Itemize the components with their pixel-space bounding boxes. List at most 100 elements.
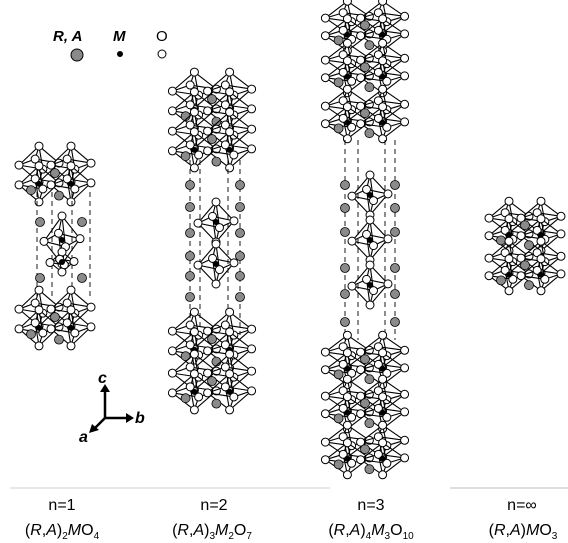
oxygen-atom (189, 327, 199, 337)
mo-bond (325, 18, 348, 37)
mo-bond (325, 424, 348, 443)
oxygen-atom (75, 234, 85, 244)
oxygen-atom (225, 349, 235, 359)
mo-bond (70, 306, 92, 327)
ra-atom (333, 77, 344, 88)
oxygen-atom (14, 160, 24, 170)
ra-atom (235, 271, 245, 281)
oxygen-atom (378, 374, 388, 384)
oxygen-atom (30, 154, 40, 164)
oxygen-atom (342, 56, 352, 66)
metal-atom (344, 455, 351, 462)
oxygen-atom (203, 346, 213, 356)
oxygen-atom (214, 223, 224, 233)
mo-bond (229, 71, 252, 90)
oxygen-atom (225, 307, 235, 317)
metal-atom (367, 192, 373, 198)
ra-atom (26, 329, 36, 340)
oxygen-atom (516, 231, 526, 241)
oxygen-atom (225, 67, 235, 77)
formula-ninf: (R,A)MO3 (489, 522, 558, 542)
oxygen-atom (400, 71, 410, 81)
oxygen-atom (373, 449, 383, 459)
mo-bond (172, 353, 195, 374)
oxygen-atom (167, 326, 177, 336)
oxygen-atom (356, 101, 366, 111)
mo-bond (382, 33, 405, 52)
oxygen-atom (356, 365, 366, 375)
oxygen-atom (247, 344, 257, 354)
mo-bond (70, 162, 92, 183)
ra-atom (340, 203, 350, 213)
mo-bond (229, 111, 252, 130)
mo-bond (229, 311, 252, 330)
ra-atom (333, 413, 344, 424)
mo-bond (18, 309, 40, 330)
mo-bond (229, 108, 252, 129)
oxygen-atom (247, 144, 257, 154)
ra-atom (235, 202, 245, 212)
mo-bond (172, 71, 195, 92)
oxygen-atom (34, 197, 44, 207)
oxygen-atom (167, 86, 177, 96)
oxygen-atom (320, 391, 330, 401)
oxygen-atom (30, 318, 40, 328)
mo-bond (369, 238, 389, 261)
oxygen-atom (400, 53, 410, 63)
oxygen-atom (484, 253, 494, 263)
mo-bond (360, 88, 383, 107)
oxygen-atom (373, 386, 383, 396)
mo-bond (229, 390, 252, 411)
metal-atom (344, 409, 351, 416)
axis-label-c: c (98, 370, 107, 387)
mo-bond (215, 220, 235, 243)
mo-bond (229, 328, 252, 349)
ra-atom (360, 108, 370, 119)
mo-bond (207, 353, 230, 374)
ra-atom (77, 217, 87, 227)
oxygen-atom (185, 340, 195, 350)
oxygen-atom (516, 271, 526, 281)
metal-atom (379, 455, 386, 462)
oxygen-atom (167, 346, 177, 356)
oxygen-atom (203, 126, 213, 136)
metal-atom (379, 31, 386, 38)
oxygen-atom (356, 119, 366, 129)
mo-bond (18, 289, 40, 310)
oxygen-atom (400, 407, 410, 417)
mo-bond (50, 145, 72, 166)
oxygen-atom (167, 126, 177, 136)
oxygen-atom (373, 50, 383, 60)
oxygen-atom (342, 0, 352, 6)
oxygen-atom (347, 76, 357, 86)
ra-atom (340, 263, 350, 273)
oxygen-atom (508, 274, 518, 284)
ra-atom (340, 289, 350, 299)
oxygen-atom (46, 160, 56, 170)
mo-bond (325, 352, 348, 371)
mo-bond (325, 0, 348, 19)
ra-atom (235, 292, 245, 302)
ra-atom (360, 20, 370, 31)
ra-atom (364, 418, 375, 429)
ra-atom (185, 202, 195, 212)
oxygen-atom (54, 228, 64, 238)
metal-atom (191, 388, 198, 395)
mo-bond (382, 457, 405, 476)
a-arrowhead-icon (89, 424, 99, 433)
oxygen-atom (362, 184, 372, 194)
metal-atom (379, 119, 386, 126)
mo-bond (172, 111, 195, 132)
ra-atom (54, 190, 64, 201)
axes-triad: c b a (79, 370, 145, 446)
oxygen-atom (225, 327, 235, 337)
oxygen-atom (504, 196, 514, 206)
ra-atom (520, 260, 530, 271)
oxygen-atom (338, 403, 348, 413)
oxygen-atom (338, 342, 348, 352)
oxygen-atom (247, 104, 257, 114)
mo-bond (197, 243, 217, 266)
oxygen-atom (66, 141, 76, 151)
oxygen-atom (378, 14, 388, 24)
oxygen-atom (342, 84, 352, 94)
